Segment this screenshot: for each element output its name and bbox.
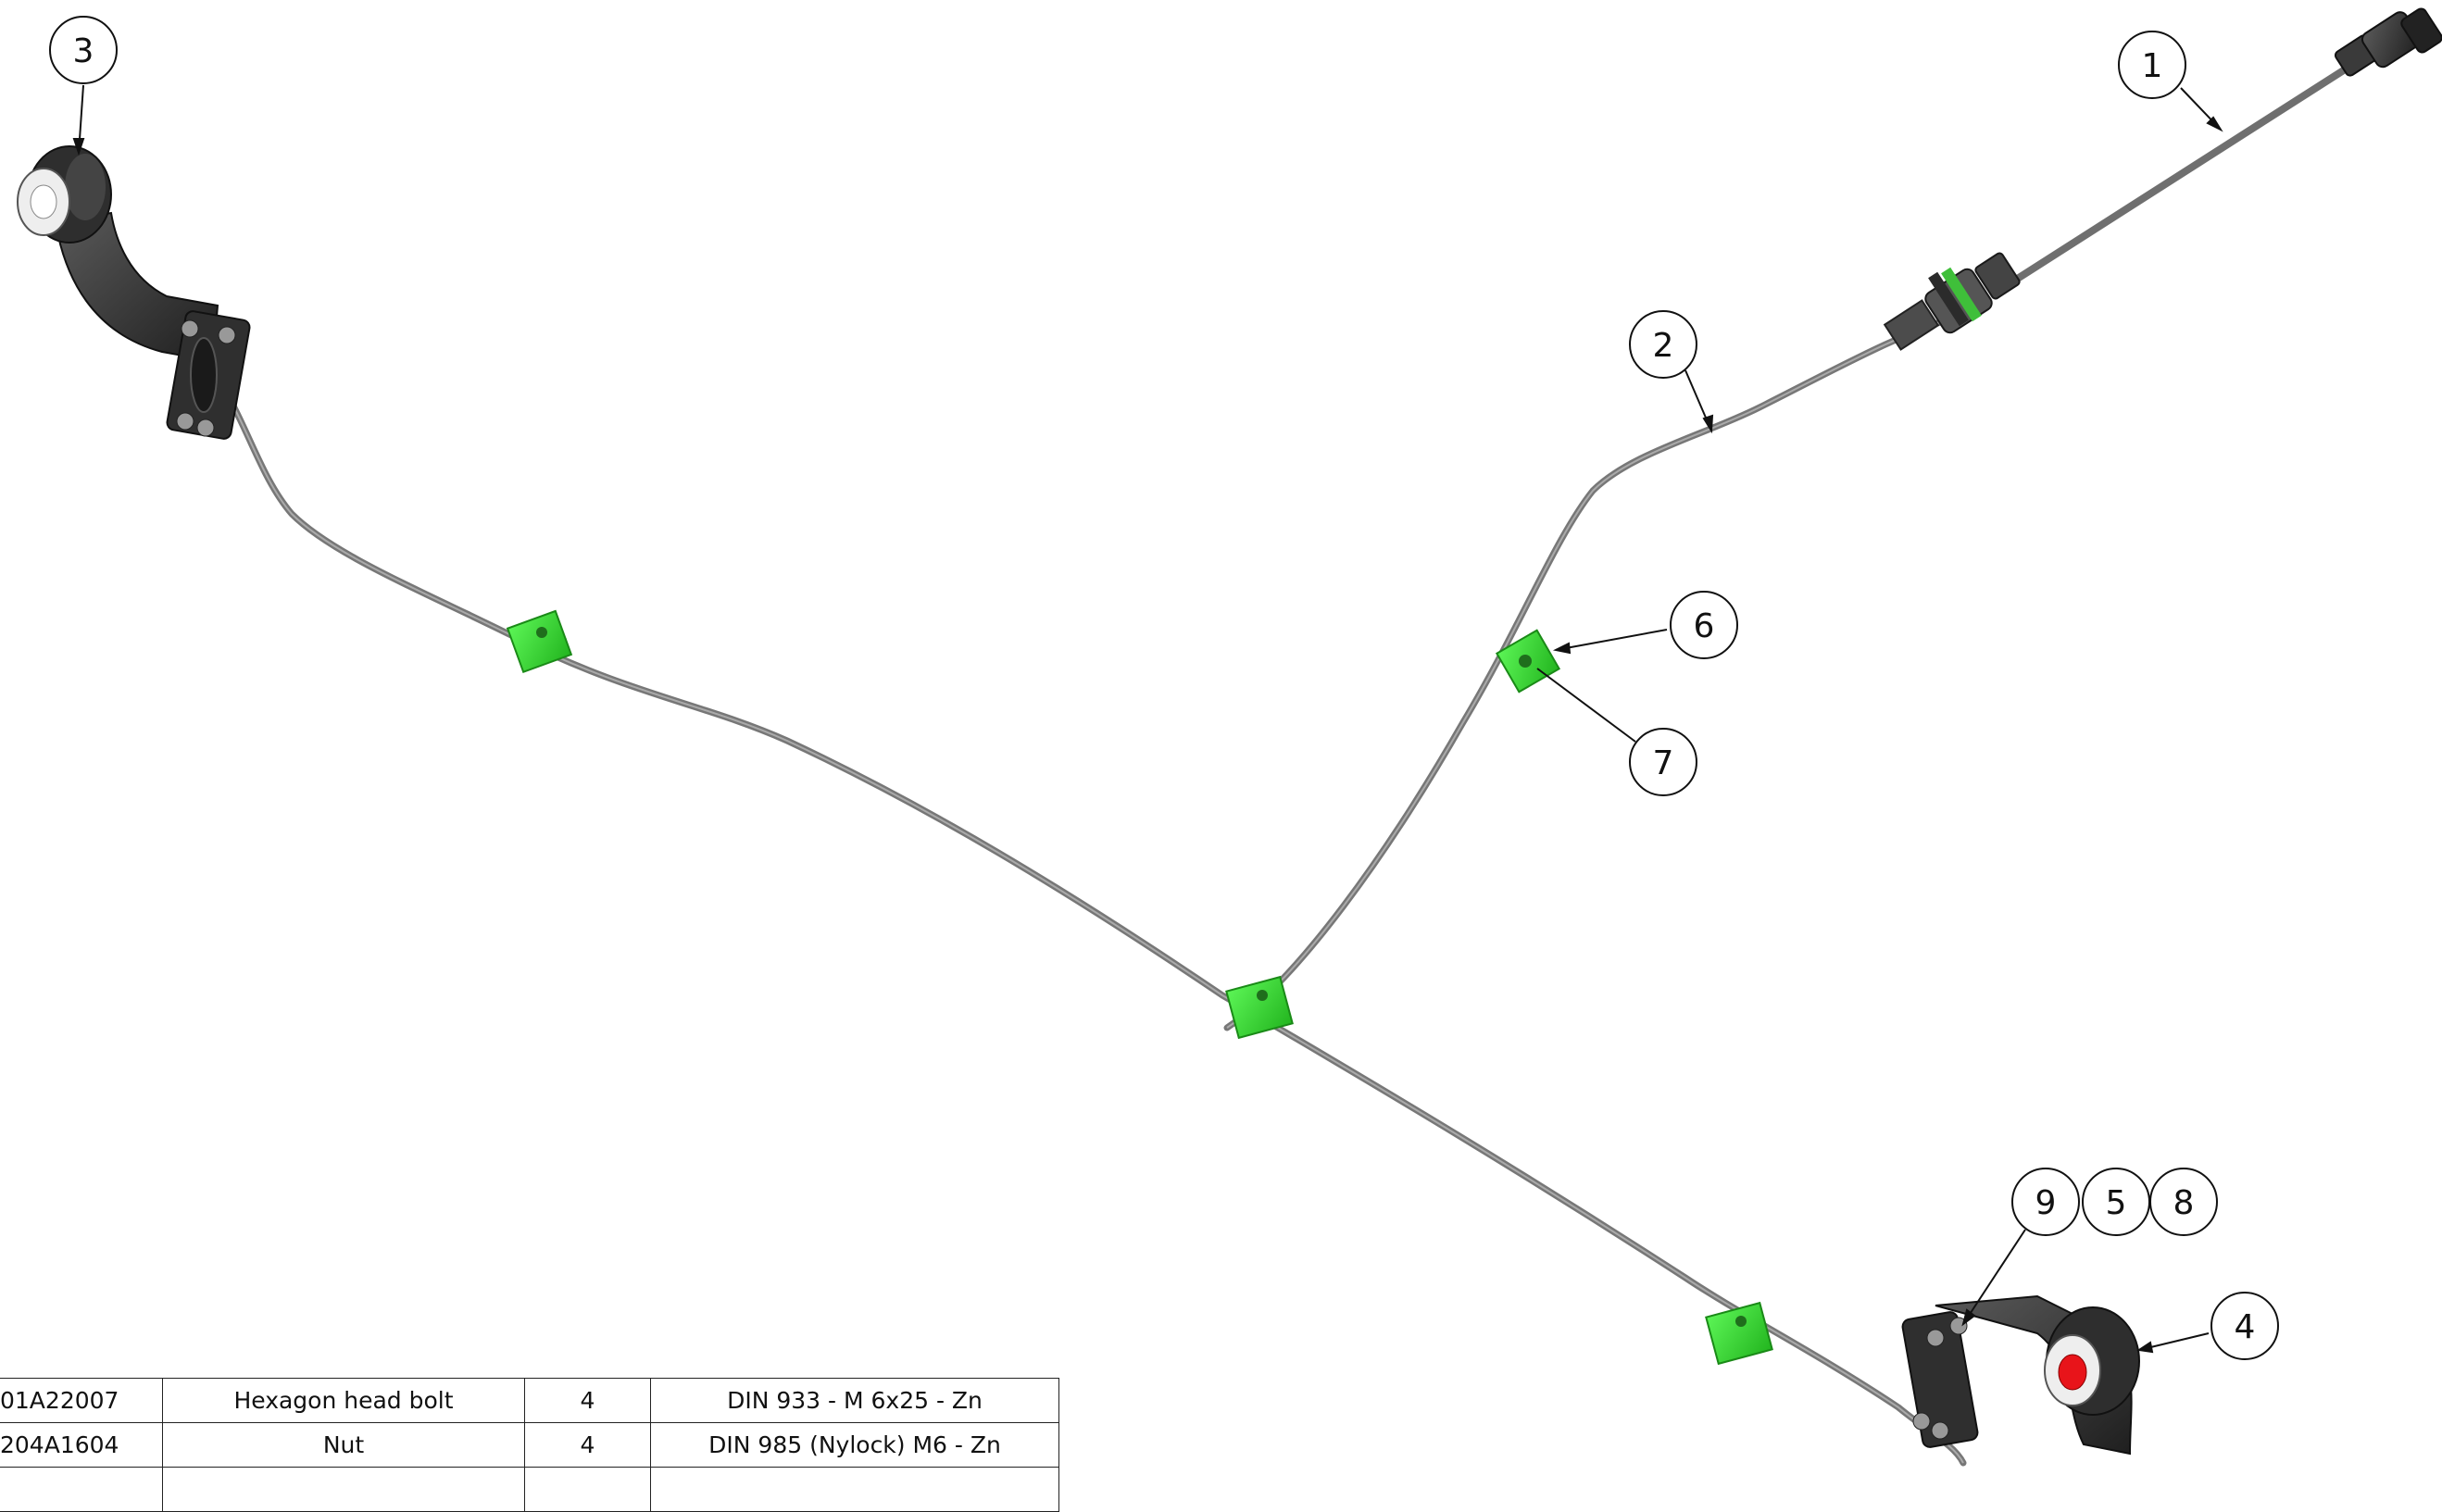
- balloon-4: 4: [2210, 1292, 2279, 1360]
- quantity-cell: [524, 1467, 651, 1512]
- inline-connector: [1883, 252, 2021, 351]
- right-marker-lamp: [1901, 1294, 2140, 1456]
- table-row: [0, 1467, 1059, 1512]
- balloon-1: 1: [2118, 31, 2186, 99]
- description-cell: Nut: [162, 1422, 525, 1468]
- svg-text:5: 5: [2106, 1184, 2127, 1222]
- balloon-6: 6: [1670, 591, 1738, 659]
- assembly-drawing: 1 2 3 4 5 6 7 8 9: [17, 7, 2442, 1467]
- balloon-3: 3: [49, 16, 118, 84]
- cable-clip: [1495, 629, 1561, 694]
- svg-text:1: 1: [2142, 47, 2163, 85]
- part-number-cell: 01A22007: [0, 1378, 163, 1423]
- balloon-5: 5: [2082, 1168, 2150, 1236]
- description-cell: Hexagon head bolt: [162, 1378, 525, 1423]
- branch-cable: [1223, 311, 1967, 1031]
- svg-text:7: 7: [1653, 744, 1674, 782]
- part-number-cell: [0, 1467, 163, 1512]
- spec-cell: DIN 985 (Nylock) M6 - Zn: [650, 1422, 1059, 1468]
- balloon-2: 2: [1629, 310, 1697, 379]
- svg-text:8: 8: [2173, 1184, 2195, 1222]
- svg-text:6: 6: [1694, 607, 1715, 645]
- cable-clip: [506, 609, 573, 674]
- balloon-7: 7: [1629, 728, 1697, 796]
- description-cell: [162, 1467, 525, 1512]
- plug: [2334, 7, 2442, 77]
- quantity-cell: 4: [524, 1378, 651, 1423]
- balloon-9: 9: [2011, 1168, 2080, 1236]
- bill-of-materials-table: 01A22007 Hexagon head bolt 4 DIN 933 - M…: [0, 1378, 1059, 1512]
- table-row: 204A1604 Nut 4 DIN 985 (Nylock) M6 - Zn: [0, 1422, 1059, 1468]
- table-row: 01A22007 Hexagon head bolt 4 DIN 933 - M…: [0, 1378, 1059, 1423]
- spec-cell: [650, 1467, 1059, 1512]
- plug-cable: [2015, 61, 2356, 281]
- part-number-cell: 204A1604: [0, 1422, 163, 1468]
- svg-text:2: 2: [1653, 327, 1674, 365]
- spec-cell: DIN 933 - M 6x25 - Zn: [650, 1378, 1059, 1423]
- left-marker-lamp: [17, 145, 251, 440]
- svg-text:4: 4: [2235, 1308, 2256, 1346]
- svg-text:3: 3: [73, 32, 94, 70]
- balloon-8: 8: [2149, 1168, 2218, 1236]
- cable-clip: [1705, 1301, 1773, 1366]
- main-cable: [223, 390, 1967, 1467]
- svg-text:9: 9: [2035, 1184, 2057, 1222]
- quantity-cell: 4: [524, 1422, 651, 1468]
- cable-clip: [1225, 975, 1294, 1040]
- leader-lines: [72, 84, 2223, 1354]
